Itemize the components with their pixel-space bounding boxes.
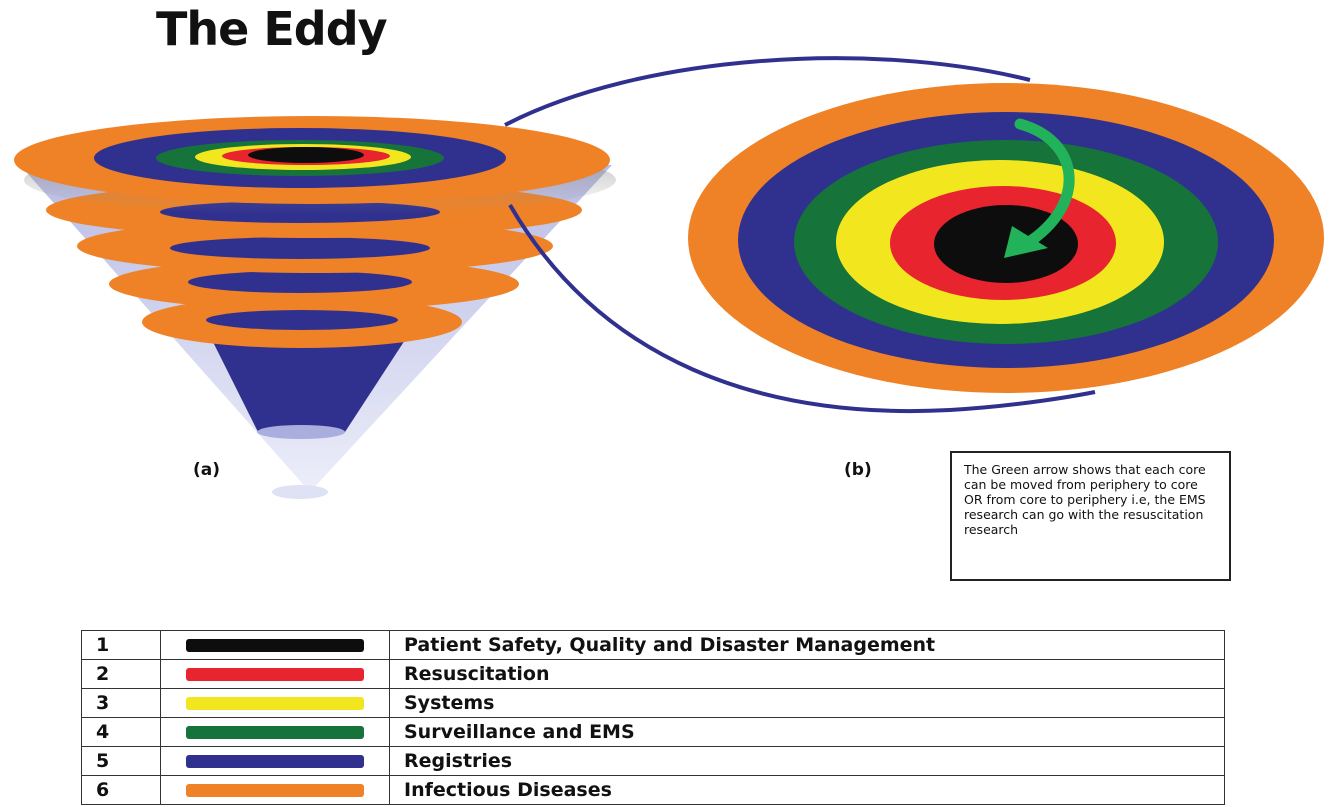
legend-row: 1 Patient Safety, Quality and Disaster M…	[81, 630, 1225, 660]
figure-title: The Eddy	[156, 2, 388, 56]
concentric-rings	[688, 83, 1324, 393]
funnel-tier-3	[109, 258, 519, 310]
panel-b-label: (b)	[844, 460, 872, 480]
funnel-core-bottom	[257, 425, 345, 439]
eddy-diagram	[14, 56, 1324, 499]
funnel-top-disc	[14, 116, 616, 215]
legend-row: 2 Resuscitation	[81, 659, 1225, 689]
legend-label: Systems	[389, 688, 1225, 718]
legend-swatch-red	[186, 668, 364, 681]
legend-label: Infectious Diseases	[389, 775, 1225, 805]
green-arrow	[1004, 118, 1075, 258]
legend-swatch-blue	[186, 755, 364, 768]
legend-label: Registries	[389, 746, 1225, 776]
legend-row: 5 Registries	[81, 746, 1225, 776]
legend-number: 5	[81, 746, 161, 776]
panel-a-label: (a)	[193, 460, 221, 480]
funnel-tip	[272, 485, 328, 499]
legend-number: 6	[81, 775, 161, 805]
legend-label: Surveillance and EMS	[389, 717, 1225, 747]
legend-number: 2	[81, 659, 161, 689]
legend-number: 3	[81, 688, 161, 718]
legend-swatch-black	[186, 639, 364, 652]
zoom-connector-top	[504, 56, 1031, 127]
legend-label: Patient Safety, Quality and Disaster Man…	[389, 630, 1225, 660]
legend-number: 1	[81, 630, 161, 660]
legend-swatch-green	[186, 726, 364, 739]
ring-patient-safety	[934, 205, 1078, 283]
funnel-diagram	[14, 116, 616, 499]
legend-row: 6 Infectious Diseases	[81, 775, 1225, 805]
funnel-core-shaft	[212, 340, 405, 432]
legend-swatch-orange	[186, 784, 364, 797]
legend-row: 4 Surveillance and EMS	[81, 717, 1225, 747]
legend-swatch-yellow	[186, 697, 364, 710]
legend-label: Resuscitation	[389, 659, 1225, 689]
zoom-connector-bottom	[508, 203, 1096, 414]
note-box: The Green arrow shows that each core can…	[950, 451, 1231, 581]
legend-number: 4	[81, 717, 161, 747]
funnel-tier-4	[142, 296, 462, 348]
legend-row: 3 Systems	[81, 688, 1225, 718]
legend-table: 1 Patient Safety, Quality and Disaster M…	[81, 630, 1225, 805]
